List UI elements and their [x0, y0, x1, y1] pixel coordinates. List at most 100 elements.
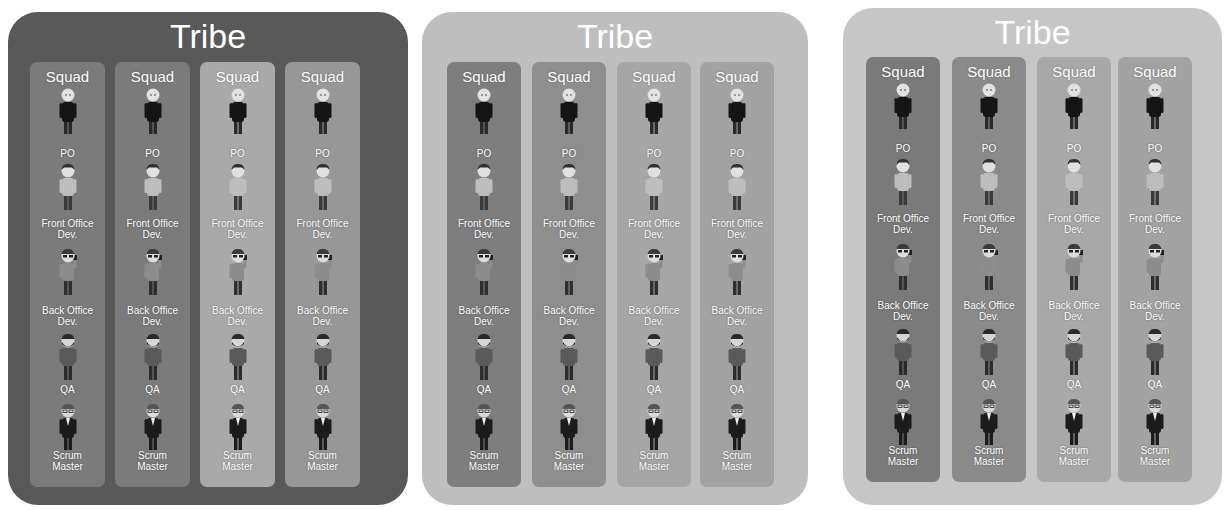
squad-box: SquadPO Front Office Dev. Back Office Dev.…	[30, 62, 105, 487]
role-label: Back Office Dev.	[38, 305, 98, 327]
squad-box: SquadPOFront Office Dev.Back Office Dev.…	[1037, 57, 1111, 482]
person-figure-shape	[1147, 244, 1165, 290]
person-figure	[138, 332, 168, 382]
role-label: QA	[707, 384, 767, 395]
squad-box: SquadPOFront Office Dev.Back Office Dev.…	[200, 62, 275, 487]
person-figure-shape	[1066, 159, 1083, 205]
role-label: Scrum Master	[454, 450, 514, 472]
role-label: PO	[873, 143, 933, 154]
squad-title: Squad	[285, 68, 360, 86]
person-figure-shape	[729, 404, 746, 450]
person-figure-shape	[314, 89, 331, 135]
person-figure-shape	[229, 249, 247, 295]
person-figure	[53, 332, 83, 382]
role-label: Scrum Master	[707, 450, 767, 472]
person-figure-shape	[729, 89, 746, 135]
person-figure-shape	[1147, 399, 1164, 445]
role-label: Scrum Master	[208, 450, 268, 472]
person-figure-shape	[59, 89, 76, 135]
person-figure	[308, 162, 338, 212]
role-label: PO	[1044, 143, 1104, 154]
role-label: QA	[208, 384, 268, 395]
squad-title: Squad	[532, 68, 606, 86]
person-figure	[308, 402, 338, 452]
person-figure	[1140, 242, 1170, 292]
person-figure-shape	[229, 164, 246, 210]
person-figure-shape	[981, 244, 999, 290]
person-figure	[974, 327, 1004, 377]
person-figure	[639, 332, 669, 382]
person-figure-shape	[981, 399, 998, 445]
person-figure	[308, 332, 338, 382]
person-figure-shape	[561, 334, 578, 380]
person-figure-shape	[646, 334, 663, 380]
role-label: PO	[293, 148, 353, 159]
role-label: QA	[293, 384, 353, 395]
role-label: Back Office Dev.	[624, 305, 684, 327]
person-figure-shape	[476, 334, 493, 380]
role-label: Front Office Dev.	[38, 218, 98, 240]
person-figure	[138, 86, 168, 136]
role-label: Back Office Dev.	[293, 305, 353, 327]
person-figure	[554, 86, 584, 136]
squad-box: SquadPO Front Office Dev. Back Office Dev.…	[617, 62, 691, 487]
person-figure	[974, 242, 1004, 292]
role-label: Scrum Master	[1125, 445, 1185, 467]
person-figure	[138, 247, 168, 297]
role-label: Front Office Dev.	[959, 213, 1019, 235]
role-label: Front Office Dev.	[624, 218, 684, 240]
person-figure	[138, 402, 168, 452]
person-figure	[639, 247, 669, 297]
person-figure	[554, 402, 584, 452]
person-figure	[53, 86, 83, 136]
role-label: PO	[624, 148, 684, 159]
person-figure-shape	[729, 334, 746, 380]
role-label: Back Office Dev.	[123, 305, 183, 327]
role-label: PO	[123, 148, 183, 159]
role-label: Front Office Dev.	[707, 218, 767, 240]
person-figure	[1140, 397, 1170, 447]
person-figure	[639, 402, 669, 452]
person-figure	[1140, 327, 1170, 377]
tribe-box: TribeSquadPOFront Office Dev.Back Office…	[8, 12, 408, 505]
person-figure-shape	[729, 249, 747, 295]
role-label: QA	[38, 384, 98, 395]
squad-box: SquadPOFront Office Dev.Back Office Dev.…	[866, 57, 940, 482]
person-figure	[53, 162, 83, 212]
person-figure	[974, 157, 1004, 207]
person-figure	[1059, 157, 1089, 207]
person-figure	[308, 86, 338, 136]
role-label: Front Office Dev.	[454, 218, 514, 240]
squad-title: Squad	[30, 68, 105, 86]
person-figure-shape	[476, 249, 494, 295]
person-figure-shape	[1066, 244, 1084, 290]
role-label: PO	[38, 148, 98, 159]
person-figure	[223, 247, 253, 297]
person-figure	[469, 86, 499, 136]
person-figure-shape	[314, 334, 331, 380]
person-figure-shape	[1066, 84, 1083, 130]
role-label: Back Office Dev.	[208, 305, 268, 327]
person-figure	[223, 402, 253, 452]
person-figure	[223, 332, 253, 382]
person-figure	[1059, 81, 1089, 131]
person-figure-shape	[229, 404, 246, 450]
person-figure	[138, 162, 168, 212]
person-figure-shape	[59, 334, 76, 380]
squad-title: Squad	[447, 68, 521, 86]
squad-title: Squad	[1118, 63, 1192, 81]
person-figure-shape	[1147, 329, 1164, 375]
person-figure	[888, 327, 918, 377]
tribe-box: TribeSquadPOFront Office Dev.Back Office…	[422, 12, 808, 505]
person-figure-shape	[981, 84, 998, 130]
role-label: Front Office Dev.	[1044, 213, 1104, 235]
squad-title: Squad	[617, 68, 691, 86]
person-figure	[554, 162, 584, 212]
person-figure	[1059, 242, 1089, 292]
role-label: Scrum Master	[1044, 445, 1104, 467]
person-figure-shape	[895, 329, 912, 375]
role-label: PO	[707, 148, 767, 159]
role-label: QA	[539, 384, 599, 395]
role-label: Scrum Master	[293, 450, 353, 472]
person-figure	[974, 81, 1004, 131]
